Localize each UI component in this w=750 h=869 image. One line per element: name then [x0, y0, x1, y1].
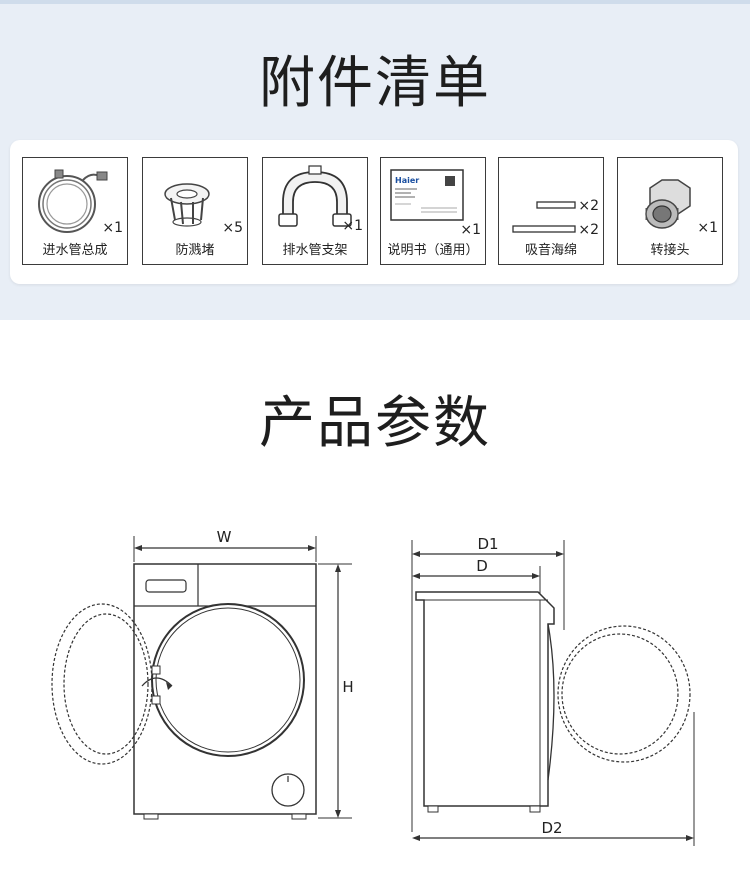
top-divider: [0, 0, 750, 4]
pump-filter-cover: [271, 773, 305, 807]
foam-qty-short: ×2: [578, 198, 599, 214]
accessory-drain-bracket: ×1 排水管支架: [262, 157, 368, 265]
adapter-qty: ×1: [697, 220, 718, 236]
accessories-card: ×1 进水管总成 ×5 防溅堵 ×1 排水管支架 Haier: [10, 140, 738, 284]
inlet-hose-icon: [38, 169, 108, 233]
specs-title: 产品参数: [259, 391, 491, 456]
width-label: W: [217, 528, 232, 546]
inlet-hose-qty: ×1: [102, 220, 123, 236]
door-open-outline: [51, 603, 153, 765]
foam-qty-long: ×2: [578, 222, 599, 238]
door-porthole: [151, 603, 305, 757]
depth-d1-label: D1: [477, 535, 498, 553]
side-view: D1 D D2: [411, 535, 695, 846]
adapter-icon: [645, 179, 691, 229]
front-view: W H: [51, 528, 354, 820]
depth-d-label: D: [476, 557, 488, 575]
accessory-foam: ×2 ×2 吸音海绵: [498, 157, 604, 265]
drain-bracket-label: 排水管支架: [282, 243, 348, 258]
accessories-title: 附件清单: [259, 51, 491, 116]
splash-plug-label: 防溅堵: [175, 243, 215, 258]
foam-label: 吸音海绵: [524, 243, 577, 258]
depth-d2-label: D2: [541, 819, 562, 837]
side-door-open-outline: [557, 625, 691, 763]
accessory-manual: Haier ×1 说明书（通用）: [380, 157, 486, 265]
accessory-splash-plug: ×5 防溅堵: [142, 157, 248, 265]
accessory-inlet-hose: ×1 进水管总成: [22, 157, 128, 265]
drain-bracket-qty: ×1: [342, 218, 363, 234]
drain-bracket-icon: [278, 165, 352, 227]
adapter-label: 转接头: [650, 243, 690, 258]
washer-cabinet-side: [415, 591, 555, 807]
manual-icon: Haier: [390, 169, 464, 221]
accessory-adapter: ×1 转接头: [617, 157, 723, 265]
inlet-hose-label: 进水管总成: [42, 243, 108, 258]
manual-qty: ×1: [460, 222, 481, 238]
manual-label: 说明书（通用）: [387, 243, 479, 258]
detergent-drawer: [145, 579, 187, 593]
splash-plug-qty: ×5: [222, 220, 243, 236]
height-label: H: [342, 678, 353, 696]
manual-brand: Haier: [395, 176, 419, 185]
dimension-diagram: W H D1: [51, 528, 695, 846]
splash-plug-icon: [164, 183, 210, 227]
foam-strip-icon: [512, 201, 576, 233]
